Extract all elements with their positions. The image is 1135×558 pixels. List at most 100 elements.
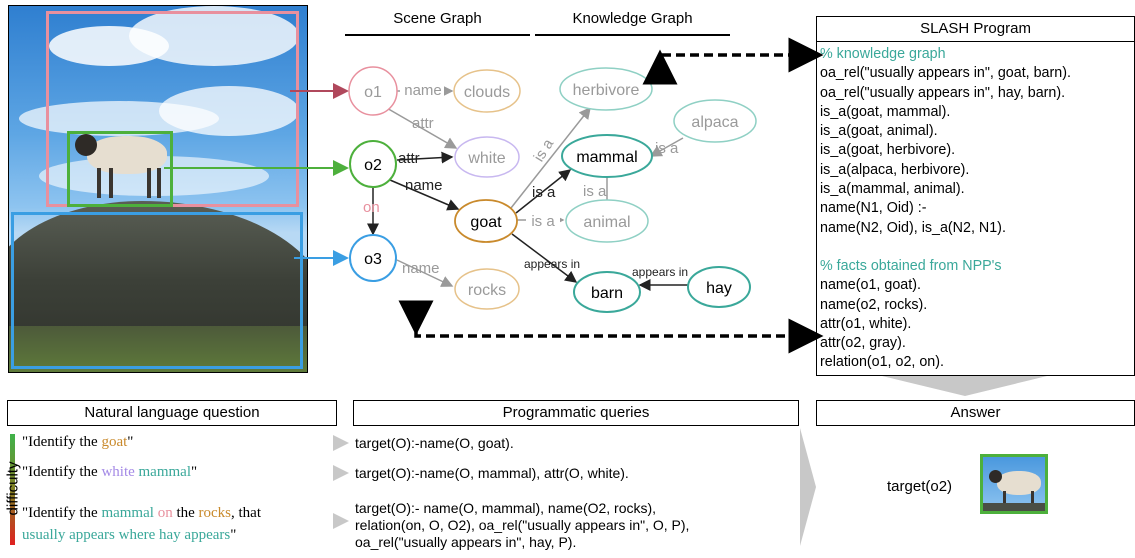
svg-text:goat: goat xyxy=(470,214,502,231)
scene-graph-header: Scene Graph xyxy=(393,10,482,27)
nlq-title-box: Natural language question xyxy=(7,400,337,426)
slash-program-code: % knowledge graph oa_rel("usually appear… xyxy=(817,42,1134,373)
q2-end: " xyxy=(191,464,198,480)
node-herbivore: herbivore xyxy=(559,67,653,111)
difficulty-bar xyxy=(10,434,15,545)
npp-line: attr(o1, white). xyxy=(820,315,912,332)
npp-line: attr(o2, gray). xyxy=(820,335,906,352)
npp-comment: % facts obtained from NPP's xyxy=(820,257,1002,274)
edge-o2-goat xyxy=(389,179,460,211)
node-animal: animal xyxy=(565,199,649,243)
svg-text:o3: o3 xyxy=(364,251,382,268)
node-o3: o3 xyxy=(349,234,397,282)
slash-program-title: SLASH Program xyxy=(817,17,1134,42)
knowledge-graph-header: Knowledge Graph xyxy=(572,10,693,27)
query-1: target(O):-name(O, goat). xyxy=(355,435,514,451)
node-o2: o2 xyxy=(349,140,397,188)
node-white: white xyxy=(454,136,520,178)
goat-head xyxy=(75,134,97,156)
q3-rocks: rocks xyxy=(198,505,232,521)
q3-that: , that xyxy=(231,505,262,521)
bbox-o3 xyxy=(11,212,303,369)
queries-title-box: Programmatic queries xyxy=(353,400,799,426)
q3-mammal: mammal xyxy=(101,505,154,521)
query-3: target(O):- name(O, mammal), name(O2, ro… xyxy=(355,500,689,551)
kg-line: is_a(goat, herbivore). xyxy=(820,142,956,159)
kg-line: is_a(alpaca, herbivore). xyxy=(820,161,970,178)
edge-label-mammal-animal: is a xyxy=(583,183,607,200)
edge-label-o1-white: attr xyxy=(412,115,434,132)
edge-label-o2-white: attr xyxy=(398,150,420,167)
edge-label-o1-clouds: name xyxy=(400,80,444,99)
q2-mammal: mammal xyxy=(138,464,192,480)
kg-line: oa_rel("usually appears in", hay, barn). xyxy=(820,84,1066,101)
q1-end: " xyxy=(127,434,134,450)
answer-text: target(o2) xyxy=(887,478,953,495)
kg-line: is_a(goat, animal). xyxy=(820,123,938,140)
q3-line-1: "Identify the mammal on the rocks, that xyxy=(22,502,261,524)
answer-goat-head xyxy=(989,470,1002,483)
dashed-link-bottom xyxy=(398,300,824,354)
question-2: "Identify the white mammal" xyxy=(22,464,197,481)
edge-label-alpaca-mammal: is a xyxy=(655,140,679,157)
q1-goat: goat xyxy=(101,434,128,450)
svg-text:animal: animal xyxy=(583,214,630,231)
node-barn: barn xyxy=(573,271,641,313)
query-3-line: relation(on, O, O2), oa_rel("usually app… xyxy=(355,517,690,533)
q1-text: "Identify the xyxy=(22,434,102,450)
svg-text:clouds: clouds xyxy=(464,84,510,101)
svg-text:white: white xyxy=(467,150,505,167)
edge-alpaca-mammal xyxy=(649,137,684,157)
node-clouds: clouds xyxy=(453,69,521,113)
edge-label-o3-rocks: name xyxy=(402,260,440,277)
svg-text:mammal: mammal xyxy=(576,149,637,166)
dashed-link-top xyxy=(642,37,824,85)
clouds-shape xyxy=(129,6,299,66)
node-hay: hay xyxy=(687,266,751,308)
answer-image xyxy=(980,454,1048,514)
kg-line: oa_rel("usually appears in", goat, barn)… xyxy=(820,65,1071,82)
clouds-shape xyxy=(159,86,299,136)
edge-goat-herbivore xyxy=(510,106,591,209)
edge-goat-mammal xyxy=(515,169,572,214)
goat-leg xyxy=(109,168,113,198)
kg-comment: % knowledge graph xyxy=(820,46,946,62)
node-rocks: rocks xyxy=(454,268,520,310)
svg-text:is a: is a xyxy=(531,213,555,230)
answer-goat-leg xyxy=(1003,491,1006,505)
answer-goat-leg xyxy=(1031,491,1034,505)
query-3-line: oa_rel("usually appears in", hay, P). xyxy=(355,534,577,550)
edge-label-o2-o3: on xyxy=(363,199,380,216)
q3-end: " xyxy=(230,527,237,543)
edge-goat-barn xyxy=(511,233,578,283)
q3-line-2: usually appears where hay appears" xyxy=(22,524,261,546)
grass-shape xyxy=(9,326,307,372)
svg-text:barn: barn xyxy=(591,285,623,302)
difficulty-label: difficulty xyxy=(4,461,22,516)
query-3-line: target(O):- name(O, mammal), name(O2, ro… xyxy=(355,500,657,516)
edge-o2-white xyxy=(396,151,454,164)
scene-image xyxy=(8,5,308,373)
slash-program-box: SLASH Program % knowledge graph oa_rel("… xyxy=(816,16,1135,376)
edge-o1-white xyxy=(384,106,458,149)
q1-arrow xyxy=(333,435,349,451)
kg-line: is_a(goat, mammal). xyxy=(820,103,951,120)
edge-label-goat-mammal: is a xyxy=(532,184,556,201)
edge-o3-rocks xyxy=(396,259,454,287)
svg-text:hay: hay xyxy=(706,280,732,297)
slash-to-answer-arrow xyxy=(882,376,1047,396)
q2-arrow xyxy=(333,465,349,481)
q2-text: "Identify the xyxy=(22,464,102,480)
npp-line: relation(o1, o2, on). xyxy=(820,354,944,371)
queries-to-answer-arrow xyxy=(800,428,816,546)
answer-title-box: Answer xyxy=(816,400,1135,426)
q3-on: on xyxy=(157,505,173,521)
goat-leg xyxy=(97,168,101,198)
npp-line: name(o1, goat). xyxy=(820,277,921,294)
q2-white: white xyxy=(101,464,135,480)
goat-leg xyxy=(147,168,151,198)
edge-label-goat-herbivore: is a xyxy=(530,135,557,164)
knowledge-graph-header-rule xyxy=(535,34,730,36)
svg-text:name: name xyxy=(404,82,442,99)
